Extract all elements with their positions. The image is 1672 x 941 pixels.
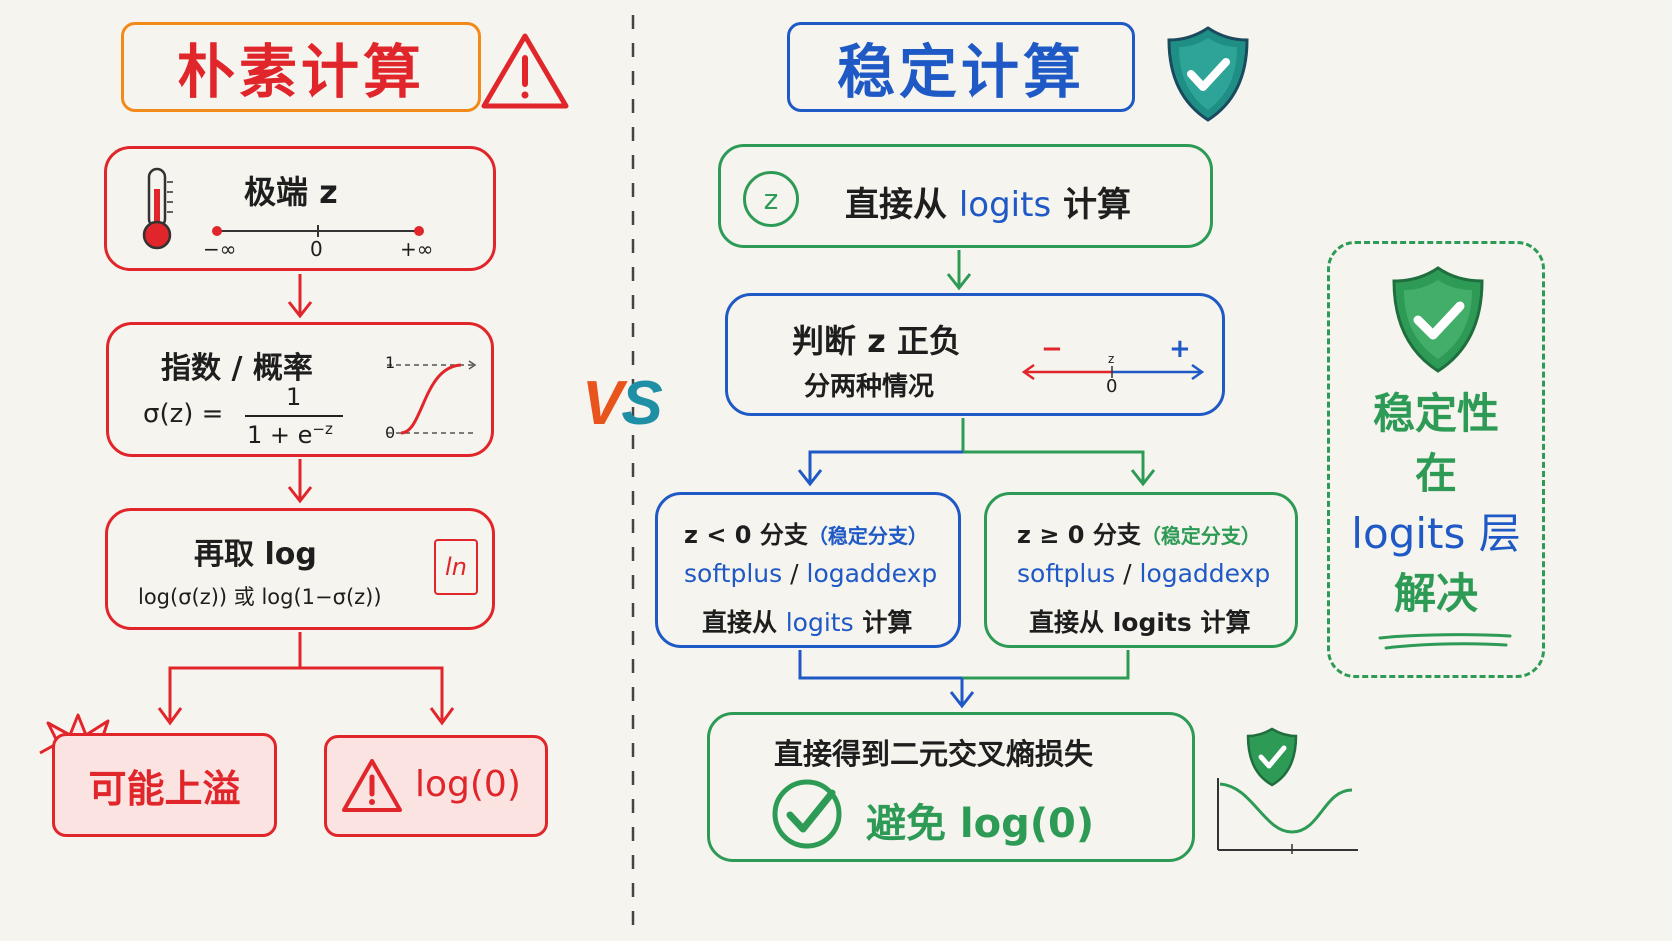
naive-sigmoid-box: 指数 / 概率 σ(z) = 1 1 + e−z 1 0 (106, 322, 494, 457)
right-title-box: 稳定计算 (787, 22, 1135, 112)
result-title: 直接得到二元交叉熵损失 (774, 737, 1094, 771)
naive-step3-title: 再取 log (194, 537, 317, 572)
sigmoid-mini-plot (387, 360, 477, 435)
stable-merge-arrows (798, 650, 1130, 709)
naive-step3-formula: log(σ(z)) 或 log(1−σ(z)) (138, 585, 382, 609)
branch-neg-direct-logits: logits (785, 608, 854, 637)
branch-neg-title-text: z < 0 分支 (684, 521, 808, 549)
left-title-box: 朴素计算 (121, 22, 481, 112)
branch-pos-funcs: softplus / logaddexp (1017, 559, 1270, 588)
stable-branch-arrows (797, 418, 1156, 487)
formula-den-exp: −z (312, 420, 333, 438)
stable-step2-sub: 分两种情况 (804, 372, 935, 402)
side-note-line3: logits 层 (1351, 509, 1521, 558)
stable-step1-pre: 直接从 (845, 185, 959, 225)
overflow-label: 可能上溢 (88, 766, 241, 811)
branch-pos-title-text: z ≥ 0 分支 (1017, 521, 1141, 549)
axis-neg-inf: −∞ (203, 237, 237, 261)
branch-neg-func-softplus: softplus (684, 559, 783, 588)
result-avoid: 避免 log(0) (866, 801, 1095, 847)
small-shield-check-icon (1246, 727, 1298, 787)
axis-z-label: z (1108, 352, 1115, 366)
branch-pos-func-sep: / (1115, 559, 1140, 588)
stable-sign-box: 判断 z 正负 分两种情况 − + z 0 (725, 293, 1225, 416)
stable-step1-post: 计算 (1051, 185, 1132, 225)
branch-neg-funcs: softplus / logaddexp (684, 559, 937, 588)
sigmoid-zero-label: 0 (385, 423, 396, 442)
sign-plus: + (1169, 334, 1191, 364)
z-circle-label: z (763, 182, 779, 216)
branch-neg-title: z < 0 分支（稳定分支） (684, 515, 928, 550)
vs-label: VS (582, 369, 663, 438)
sign-minus: − (1041, 334, 1063, 364)
branch-neg-direct-post: 计算 (853, 608, 913, 637)
center-divider (631, 15, 635, 930)
stable-result-box: 直接得到二元交叉熵损失 避免 log(0) (707, 712, 1195, 862)
ln-icon-label: ln (445, 553, 467, 581)
check-circle-icon (772, 779, 842, 849)
loss-curve-icon (1217, 778, 1358, 854)
branch-pos-func-softplus: softplus (1017, 559, 1116, 588)
left-title: 朴素计算 (176, 38, 425, 106)
right-title: 稳定计算 (836, 38, 1085, 106)
side-note-underline (1378, 633, 1512, 650)
formula-numerator: 1 (286, 383, 302, 411)
formula-lhs: σ(z) = (143, 399, 224, 429)
branch-pos-func-logaddexp: logaddexp (1139, 559, 1271, 588)
branch-neg-tag: （稳定分支） (807, 524, 928, 548)
stable-arrow-1 (946, 250, 972, 291)
naive-split-arrows (157, 632, 455, 726)
shield-check-icon (1392, 266, 1484, 373)
naive-log-box: 再取 log log(σ(z)) 或 log(1−σ(z)) ln (105, 508, 495, 630)
axis-pos-inf: +∞ (400, 237, 434, 261)
stable-step1-logits: logits (958, 185, 1052, 225)
branch-pos-title: z ≥ 0 分支（稳定分支） (1017, 515, 1261, 550)
branch-neg-direct: 直接从 logits 计算 (702, 603, 912, 639)
formula-den-base: 1 + e (247, 421, 313, 449)
branch-pos-direct: 直接从 logits 计算 (1029, 608, 1251, 637)
branch-positive-box: z ≥ 0 分支（稳定分支） softplus / logaddexp 直接从 … (984, 492, 1298, 648)
branch-neg-func-logaddexp: logaddexp (806, 559, 938, 588)
naive-extreme-z-box: 极端 z −∞ 0 +∞ (104, 146, 496, 271)
ln-icon: ln (434, 539, 478, 595)
shield-check-icon (1167, 26, 1249, 122)
side-note-line4: 解决 (1393, 569, 1478, 618)
axis-zero-label: 0 (1106, 376, 1118, 397)
stable-step1-label: 直接从 logits 计算 (845, 177, 1131, 226)
thermometer-icon (142, 167, 173, 250)
branch-pos-tag: （稳定分支） (1140, 524, 1261, 548)
warning-icon (481, 33, 569, 109)
stable-step2-title: 判断 z 正负 (792, 322, 961, 360)
side-note-box: 稳定性 在 logits 层 解决 (1327, 241, 1545, 678)
axis-zero: 0 (310, 237, 323, 261)
branch-neg-direct-pre: 直接从 (702, 608, 786, 637)
formula-denominator: 1 + e−z (247, 420, 333, 449)
naive-step1-title: 极端 z (244, 173, 338, 211)
side-note-line1: 稳定性 (1372, 389, 1499, 438)
warning-icon (342, 759, 402, 812)
side-note-text: 稳定性 在 logits 层 解决 (1330, 384, 1542, 624)
naive-arrow-1 (287, 274, 313, 319)
overflow-outcome-box: 可能上溢 (52, 733, 277, 837)
formula-fraction-bar (245, 415, 343, 417)
sigmoid-one-label: 1 (385, 353, 396, 372)
naive-arrow-2 (287, 459, 313, 504)
log0-label: log(0) (415, 764, 521, 805)
branch-negative-box: z < 0 分支（稳定分支） softplus / logaddexp 直接从 … (655, 492, 961, 648)
log0-outcome-box: log(0) (324, 735, 548, 837)
sign-number-line (1021, 363, 1205, 381)
number-line (212, 225, 424, 237)
stable-logits-box: z 直接从 logits 计算 (718, 144, 1213, 248)
naive-step2-title: 指数 / 概率 (161, 351, 313, 386)
branch-neg-func-sep: / (782, 559, 807, 588)
side-note-line2: 在 (1414, 449, 1457, 498)
z-circle-icon: z (743, 171, 799, 227)
